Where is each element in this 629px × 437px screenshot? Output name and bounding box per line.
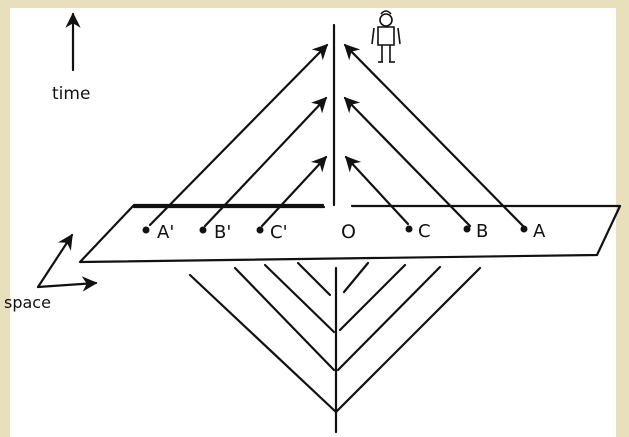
dot-b-prime bbox=[200, 227, 207, 234]
dot-a bbox=[521, 226, 528, 233]
space-label: space bbox=[4, 293, 51, 312]
point-label-c-prime: C' bbox=[270, 222, 288, 243]
dot-a-prime bbox=[143, 227, 150, 234]
point-label-c: C bbox=[418, 221, 431, 242]
light-rays bbox=[150, 45, 523, 226]
time-label: time bbox=[52, 84, 90, 104]
origin-label: O bbox=[341, 221, 356, 243]
dot-b bbox=[464, 226, 471, 233]
person-icon bbox=[372, 11, 400, 62]
point-label-a-prime: A' bbox=[157, 222, 174, 243]
point-label-b-prime: B' bbox=[214, 222, 231, 243]
dot-c bbox=[406, 226, 413, 233]
point-label-a: A bbox=[533, 221, 546, 242]
point-label-b: B bbox=[476, 221, 488, 242]
dot-c-prime bbox=[257, 227, 264, 234]
